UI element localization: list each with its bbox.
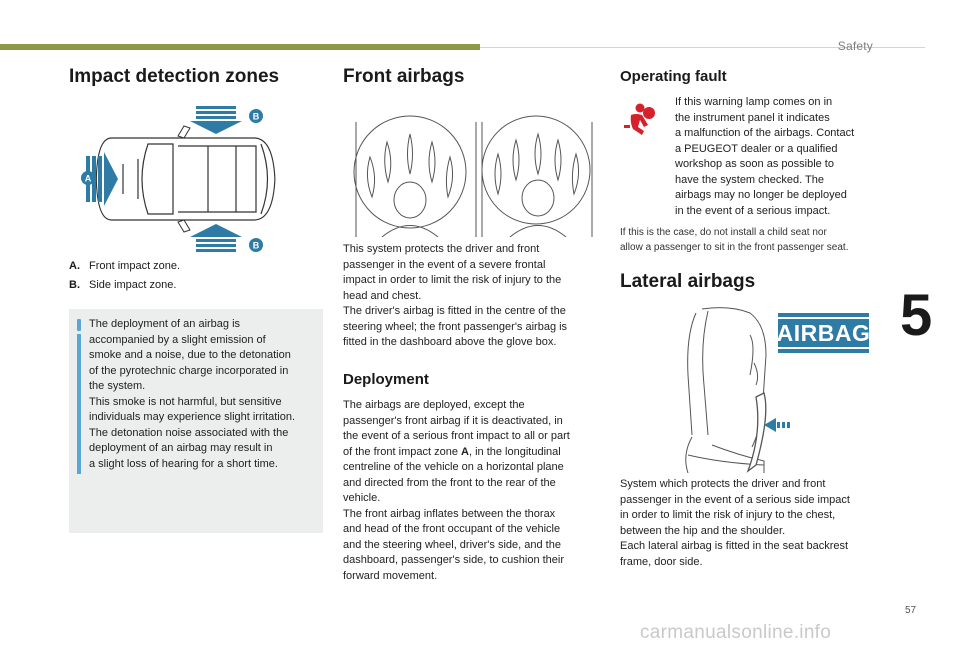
definition-key: B. [69, 279, 80, 291]
front-airbags-figure [353, 115, 593, 237]
zone-b-bottom-badge [249, 238, 263, 252]
definition-text: Front impact zone. [89, 260, 181, 272]
zone-definitions: A. Front impact zone. B. Side impact zon… [69, 257, 309, 295]
deployment-heading: Deployment [343, 371, 429, 388]
airbag-label-badge: AIRBAG [770, 313, 877, 353]
zone-a-label: A [85, 174, 92, 184]
side-airbag-arrow [764, 418, 790, 432]
zone-b-top-badge [249, 109, 263, 123]
front-airbags-heading: Front airbags [343, 66, 465, 87]
side-impact-arrows-bottom [190, 224, 242, 252]
chapter-number: 5 [900, 283, 933, 348]
info-note-box: The deployment of an airbag is accompani… [69, 309, 323, 533]
zone-b-bottom-label: B [253, 241, 260, 251]
definition-key: A. [69, 260, 80, 272]
deployment-text-part2: , in the longitudinal centreline of the … [343, 445, 565, 582]
car-top-view-figure: A B B [81, 106, 276, 252]
watermark: carmanualsonline.info [640, 622, 832, 643]
info-bar [77, 334, 81, 474]
definition-row: B. Side impact zone. [69, 276, 309, 295]
deployment-text: The airbags are deployed, except the pas… [343, 398, 597, 584]
page-number: 57 [905, 605, 917, 616]
header-rule [480, 47, 925, 48]
info-icon [77, 319, 81, 331]
info-note-text: The deployment of an airbag is accompani… [89, 318, 296, 470]
lateral-airbags-text: System which protects the driver and fro… [620, 478, 850, 568]
seat-side-airbag-figure [685, 307, 790, 474]
definition-row: A. Front impact zone. [69, 257, 309, 276]
zone-b-top-label: B [253, 112, 260, 122]
section-title: Safety [837, 39, 873, 53]
operating-fault-note: If this is the case, do not install a ch… [620, 227, 849, 253]
operating-fault-heading: Operating fault [620, 68, 727, 85]
airbag-warning-icon [624, 103, 655, 135]
front-airbags-intro: This system protects the driver and fron… [343, 243, 568, 348]
side-impact-arrows-top [190, 106, 242, 134]
lateral-airbags-heading: Lateral airbags [620, 271, 756, 292]
deployment-zone-ref: A [461, 445, 469, 458]
header-accent-bar [0, 44, 480, 50]
deployment-text-part1: The airbags are deployed, except the pas… [343, 399, 570, 458]
operating-fault-text: If this warning lamp comes on in the ins… [675, 96, 855, 217]
airbag-label-text: AIRBAG [770, 317, 877, 349]
impact-zones-heading: Impact detection zones [69, 66, 280, 87]
zone-a-badge [81, 171, 95, 185]
definition-text: Side impact zone. [89, 279, 177, 291]
